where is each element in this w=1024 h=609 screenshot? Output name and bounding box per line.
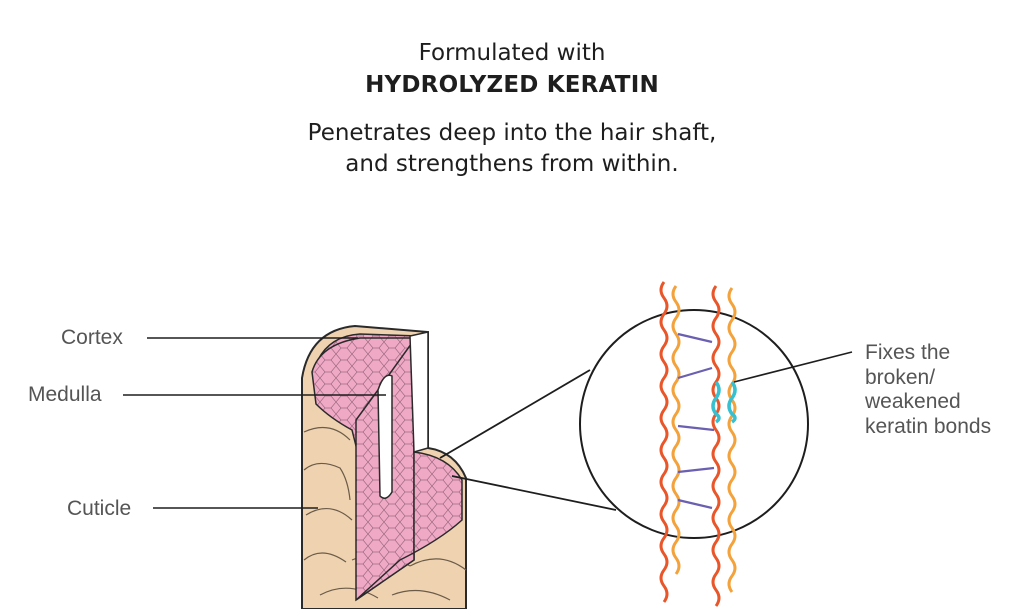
strand-4 — [727, 287, 737, 593]
zoom-circle — [579, 309, 809, 539]
bond-1 — [677, 332, 713, 344]
subtitle-line-2: and strengthens from within. — [345, 151, 679, 177]
cortex-lower — [355, 451, 463, 601]
heading-title: HYDROLYZED KERATIN — [365, 72, 659, 98]
note-line-3: weakened — [865, 390, 961, 413]
note-line-1: Fixes the — [865, 341, 951, 364]
keratin-bonds — [677, 332, 715, 510]
strand-1 — [659, 281, 669, 603]
strand-2 — [671, 285, 681, 575]
repaired-bond-segment — [711, 380, 721, 424]
keratin-strands — [659, 281, 737, 607]
zoom-line-top — [439, 369, 591, 459]
hair-shaft — [301, 324, 467, 609]
heading-subtitle: Penetrates deep into the hair shaft, and… — [0, 118, 1024, 180]
repaired-bond-segment-2 — [727, 380, 737, 424]
bond-3 — [677, 424, 715, 432]
note-leader — [733, 351, 853, 383]
bond-2 — [677, 366, 713, 380]
medulla — [377, 374, 393, 499]
bond-repair-note: Fixes the broken/ weakened keratin bonds — [865, 341, 991, 439]
label-cuticle: Cuticle — [67, 497, 132, 520]
heading-line-1: Formulated with — [418, 40, 606, 66]
label-medulla: Medulla — [28, 383, 102, 406]
subtitle-line-1: Penetrates deep into the hair shaft, — [307, 120, 717, 146]
note-line-4: keratin bonds — [865, 414, 992, 438]
bond-5 — [677, 498, 713, 510]
note-line-2: broken/ — [865, 365, 936, 389]
zoom-line-bottom — [451, 475, 617, 511]
label-cortex: Cortex — [61, 326, 123, 349]
bond-4 — [677, 466, 715, 474]
strand-3 — [711, 285, 721, 607]
